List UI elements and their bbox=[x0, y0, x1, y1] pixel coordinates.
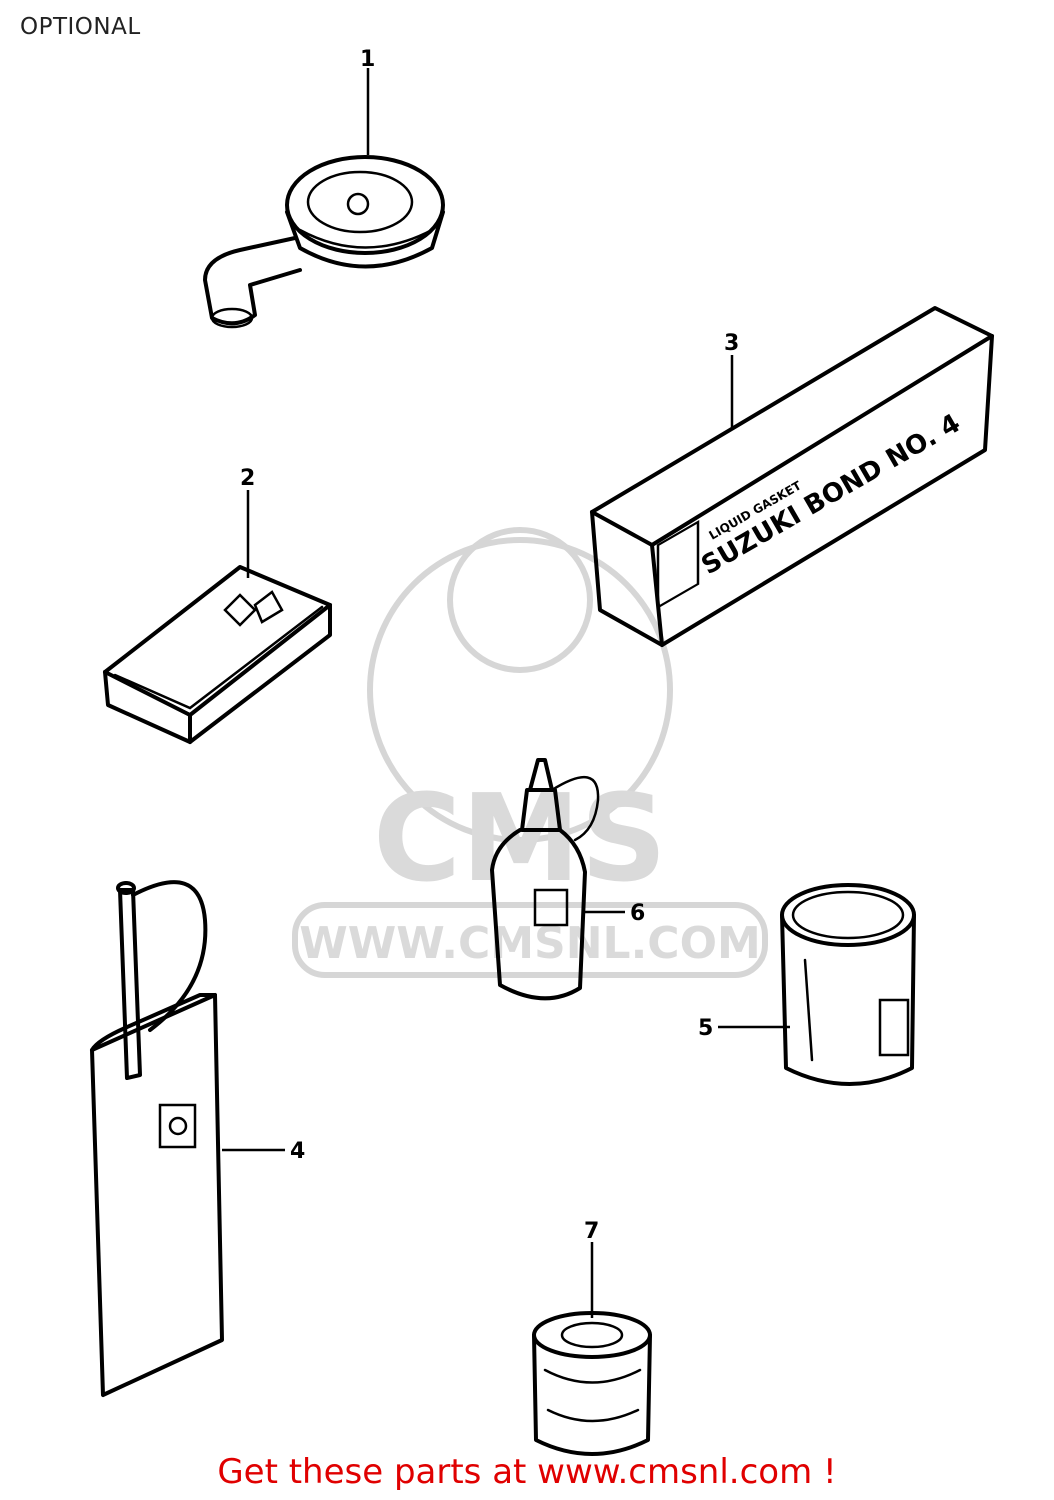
part-3-number: 3 bbox=[724, 331, 739, 356]
part-5-label bbox=[878, 998, 910, 1057]
part-5-round-can[interactable]: 5 bbox=[698, 883, 916, 1086]
part-4-label bbox=[158, 1103, 197, 1149]
part-3-logo bbox=[656, 520, 700, 610]
part-2-box[interactable]: 2 bbox=[103, 466, 332, 744]
watermark-mascot-head bbox=[447, 527, 593, 673]
part-7-short-can[interactable]: 7 bbox=[532, 1219, 652, 1456]
part-4-tall-can[interactable]: 4 bbox=[90, 880, 305, 1397]
watermark-mascot-outline bbox=[367, 537, 673, 843]
part-3-bond-box[interactable]: 3 SUZUKI BOND NO. 4 LIQUID GASKET bbox=[590, 306, 994, 647]
shop-link[interactable]: Get these parts at www.cmsnl.com ! bbox=[217, 1452, 837, 1492]
part-6-number: 6 bbox=[630, 901, 645, 926]
watermark: CMS WWW.CMSNL.COM bbox=[292, 527, 768, 978]
part-1-dial-gauge[interactable]: 1 bbox=[203, 47, 445, 329]
watermark-url: WWW.CMSNL.COM bbox=[299, 918, 761, 969]
watermark-url-pill bbox=[292, 902, 768, 978]
part-1-number: 1 bbox=[360, 47, 375, 72]
watermark-brand: CMS bbox=[373, 770, 667, 909]
part-5-number: 5 bbox=[698, 1016, 713, 1041]
page-title: OPTIONAL bbox=[20, 14, 141, 40]
part-2-number: 2 bbox=[240, 466, 255, 491]
part-7-number: 7 bbox=[584, 1219, 599, 1244]
part-6-bottle[interactable]: 6 bbox=[490, 758, 645, 1001]
part-6-label bbox=[533, 888, 569, 927]
part-4-number: 4 bbox=[290, 1139, 305, 1164]
